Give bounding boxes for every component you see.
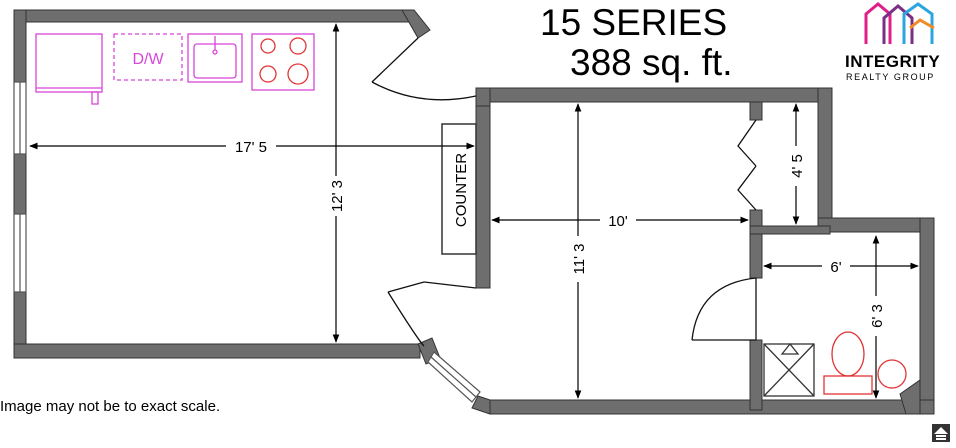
logo-house-icon (864, 2, 935, 44)
wall-main-left (13, 9, 27, 359)
kitchen (35, 33, 315, 105)
door-bottom-leaf (387, 281, 425, 293)
wall-door-stub (475, 87, 491, 107)
dim-bedroom-width: 10' (608, 213, 628, 230)
brand-tagline: REALTY GROUP (846, 72, 935, 82)
burner-3 (259, 65, 277, 83)
bath-sink (877, 359, 907, 389)
series-title: 15 SERIES (540, 2, 728, 43)
wall-bedroom-bottom (489, 399, 935, 415)
wall-main-top (13, 9, 415, 23)
shower (763, 343, 815, 397)
dim-bath-width: 6' (830, 259, 841, 276)
burner-2 (289, 37, 307, 55)
doors (371, 37, 757, 347)
wall-bath-inner (749, 225, 831, 235)
wall-angled-bottom-2 (471, 395, 491, 415)
wall-bath-right (919, 217, 935, 415)
wall-closet-right (817, 87, 833, 229)
wall-bath-top (817, 217, 935, 233)
sink (187, 33, 243, 83)
dim-main-depth: 12' 3 (329, 180, 346, 212)
dim-main-width: 17' 5 (235, 139, 267, 156)
wall-main-bottom (13, 343, 421, 359)
stove-burners (259, 37, 309, 85)
door-bottom-swing (387, 291, 425, 347)
toilet-tank (823, 375, 873, 395)
dishwasher-label: D/W (132, 51, 164, 68)
brand-name: INTEGRITY (845, 52, 941, 71)
scale-disclaimer: Image may not be to exact scale. (0, 398, 221, 415)
wall-closet-stub-top (749, 101, 763, 121)
refrigerator (35, 33, 103, 93)
door-bath-swing (691, 277, 757, 341)
dishwasher (113, 33, 183, 81)
counter-label: COUNTER (453, 153, 470, 227)
wall-bath-corner (899, 379, 921, 415)
wall-bedroom-top (475, 87, 833, 103)
wall-bath-left (749, 339, 763, 411)
closet-door-bottom (737, 165, 757, 211)
burner-4 (287, 63, 309, 85)
wall-bath-partition (749, 209, 763, 279)
burner-1 (260, 38, 276, 54)
windows (13, 81, 481, 403)
wall-partition-upper (475, 87, 491, 289)
toilet-bowl (831, 331, 865, 377)
area-title: 388 sq. ft. (570, 42, 733, 83)
stove (251, 33, 315, 91)
dimension-labels: 17' 5 12' 3 10' 11' 3 4' 5 6' 6' 3 (226, 136, 890, 336)
dim-closet-depth: 4' 5 (789, 154, 806, 178)
equal-housing-icon (932, 424, 950, 442)
door-top-leaf (371, 37, 419, 83)
door-top-swing (371, 81, 477, 101)
dim-bath-depth: 6' 3 (869, 304, 886, 328)
closet-door-top (737, 119, 757, 167)
bath-fixtures (763, 331, 907, 397)
wall-main-angled-top (401, 9, 431, 39)
dim-bedroom-depth: 11' 3 (571, 244, 588, 275)
